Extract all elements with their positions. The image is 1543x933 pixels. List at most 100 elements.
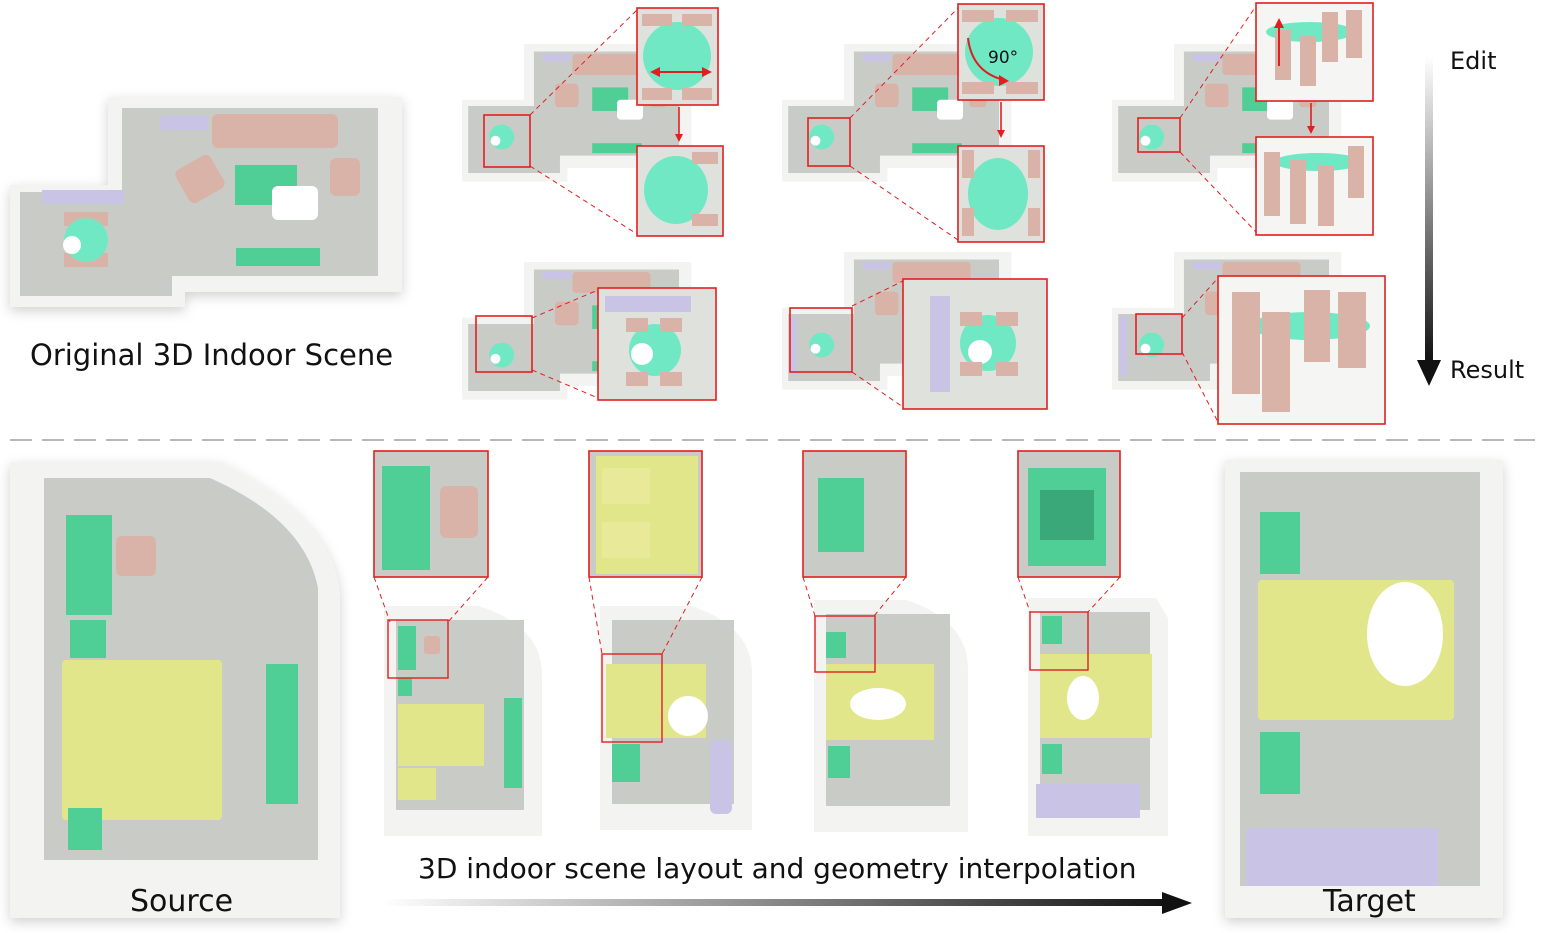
inset-chair bbox=[960, 312, 982, 326]
inset-chair bbox=[692, 214, 718, 226]
inset-chair bbox=[1275, 30, 1291, 80]
armchair bbox=[555, 301, 579, 326]
nightstand bbox=[1260, 512, 1300, 574]
rotate-arrow bbox=[967, 37, 1005, 81]
bench bbox=[398, 768, 436, 800]
armchair bbox=[1205, 83, 1229, 108]
armchair bbox=[875, 291, 899, 316]
armchair bbox=[424, 636, 440, 654]
callout-line bbox=[373, 576, 391, 623]
inset-chair bbox=[1028, 208, 1040, 236]
bed-pillow bbox=[1067, 676, 1099, 720]
inset-chair bbox=[996, 312, 1018, 326]
highlight-box bbox=[807, 117, 851, 167]
nightstand bbox=[398, 678, 412, 696]
inset-chair bbox=[660, 318, 682, 332]
mini-scenes bbox=[462, 44, 1342, 400]
nightstand bbox=[68, 808, 102, 850]
inset-chair bbox=[682, 88, 712, 100]
tv-stand bbox=[592, 143, 642, 154]
inset-plate bbox=[968, 340, 992, 364]
callout-line bbox=[531, 369, 599, 399]
inset-chair bbox=[1006, 82, 1038, 94]
sofa bbox=[892, 261, 971, 283]
highlight-box bbox=[1029, 611, 1089, 671]
inset-nightstand bbox=[818, 478, 864, 552]
callout-line bbox=[529, 165, 638, 235]
wardrobe bbox=[710, 740, 732, 814]
sofa bbox=[892, 53, 971, 75]
nightstand bbox=[1042, 744, 1062, 774]
nightstand bbox=[826, 632, 846, 658]
inset-armchair bbox=[440, 486, 478, 538]
inset-chair bbox=[1300, 36, 1316, 86]
inset-drawer bbox=[1040, 490, 1094, 540]
room-floor bbox=[468, 51, 679, 173]
inset-chair bbox=[1264, 152, 1280, 216]
armchair bbox=[175, 154, 225, 204]
callout-line bbox=[802, 576, 816, 617]
plate bbox=[490, 353, 501, 364]
bench-2 bbox=[160, 116, 208, 130]
inset-table bbox=[643, 22, 711, 90]
callout-line bbox=[529, 9, 638, 116]
bench bbox=[42, 190, 124, 204]
plate bbox=[1140, 135, 1151, 146]
edit-result-gradient-bar bbox=[1425, 56, 1433, 362]
inset-chair bbox=[1338, 292, 1366, 368]
bench bbox=[1119, 316, 1127, 376]
callout-line bbox=[1087, 576, 1121, 613]
highlight-box bbox=[789, 307, 853, 373]
nightstand bbox=[1042, 616, 1062, 644]
wardrobe bbox=[1246, 828, 1438, 886]
inset-chair bbox=[1304, 290, 1330, 362]
inset-chair bbox=[960, 362, 982, 376]
armchair-2 bbox=[330, 158, 360, 196]
dresser bbox=[66, 515, 112, 615]
nightstand bbox=[70, 620, 106, 658]
bench bbox=[542, 53, 572, 62]
callout-line bbox=[849, 7, 959, 119]
nightstand bbox=[612, 744, 640, 782]
side-chair bbox=[1267, 99, 1294, 120]
tv-stand bbox=[236, 248, 320, 266]
highlight-box bbox=[475, 315, 533, 373]
bench bbox=[789, 316, 797, 376]
plate bbox=[1140, 343, 1151, 354]
interpolation-gradient-bar bbox=[382, 899, 1168, 906]
highlight-box bbox=[483, 114, 531, 168]
cabinet bbox=[266, 664, 298, 804]
move-arrow-head bbox=[702, 67, 712, 77]
inset-chair bbox=[642, 88, 672, 100]
move-arrow-head bbox=[650, 67, 660, 77]
inset-chair bbox=[682, 14, 712, 26]
rotation-label: 90° bbox=[988, 48, 1019, 68]
interpolation-label: 3D indoor scene layout and geometry inte… bbox=[418, 852, 1137, 885]
inset-chair bbox=[1318, 166, 1334, 226]
inset-table bbox=[968, 158, 1028, 230]
highlight-box bbox=[387, 619, 449, 679]
inset-chair bbox=[962, 10, 994, 22]
rotate-arrow-head bbox=[999, 75, 1009, 86]
round-table bbox=[668, 696, 708, 736]
inset-bench bbox=[930, 296, 950, 392]
inset-pillow bbox=[602, 468, 650, 504]
highlight-box bbox=[1137, 117, 1181, 153]
inset-chair bbox=[962, 208, 974, 236]
plate bbox=[63, 236, 81, 254]
insets bbox=[529, 2, 1386, 425]
plate bbox=[810, 343, 821, 354]
source-label: Source bbox=[130, 884, 234, 919]
inset-chair bbox=[660, 372, 682, 386]
inset-chair bbox=[1348, 146, 1364, 198]
callout-line bbox=[1181, 351, 1219, 423]
original-scene-label: Original 3D Indoor Scene bbox=[30, 338, 394, 372]
armchair bbox=[875, 83, 899, 108]
nightstand bbox=[1260, 732, 1300, 794]
bench bbox=[542, 271, 572, 280]
inset-chair bbox=[1290, 160, 1306, 224]
callout-line bbox=[531, 289, 599, 319]
plate bbox=[810, 135, 821, 146]
result-label: Result bbox=[1450, 356, 1525, 384]
